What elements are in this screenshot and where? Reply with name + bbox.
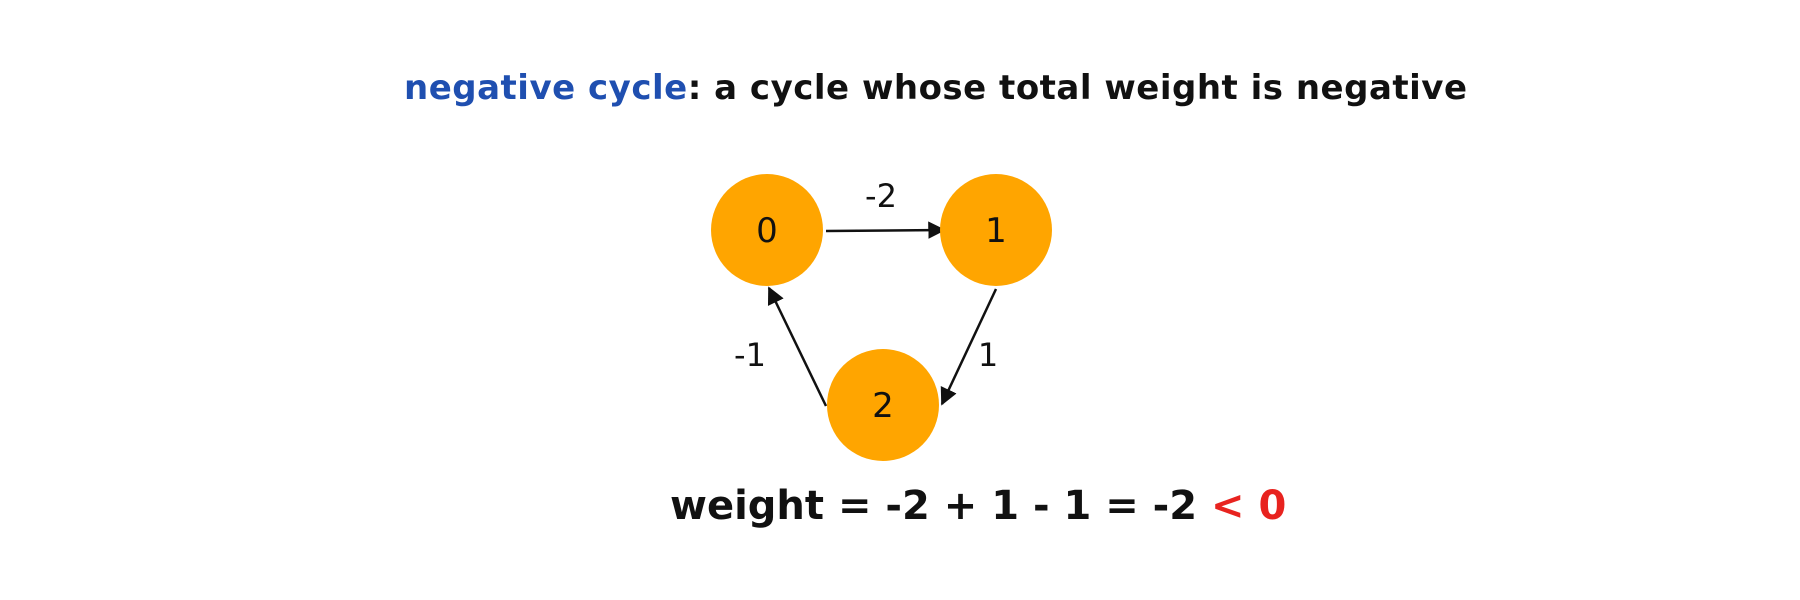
- term-negative-cycle: negative cycle: [404, 68, 688, 108]
- term-separator: :: [687, 68, 702, 108]
- node-2-circle: [827, 349, 939, 461]
- node-1-label: 1: [985, 211, 1007, 251]
- node-2: 2: [827, 349, 939, 461]
- node-2-label: 2: [872, 386, 894, 426]
- definition-text: a cycle whose total weight is negative: [701, 68, 1468, 108]
- node-1: 1: [940, 174, 1052, 286]
- node-1-circle: [940, 174, 1052, 286]
- node-0-label: 0: [756, 211, 778, 251]
- weight-formula: weight = -2 + 1 - 1 = -2 < 0: [670, 483, 1286, 529]
- edge-0-to-1: [825, 221, 946, 239]
- formula-expression: weight = -2 + 1 - 1 = -2: [670, 483, 1212, 529]
- edge-1-to-2: [940, 288, 998, 406]
- formula-comparison: < 0: [1211, 483, 1287, 529]
- node-0: 0: [711, 174, 823, 286]
- edge-label-0-1: -2: [865, 177, 897, 215]
- edge-label-2-0: -1: [734, 336, 766, 374]
- edge-label-1-2: 1: [978, 336, 998, 374]
- definition-heading: negative cycle: a cycle whose total weig…: [404, 68, 1468, 108]
- node-0-circle: [711, 174, 823, 286]
- edge-2-to-0: [767, 286, 828, 407]
